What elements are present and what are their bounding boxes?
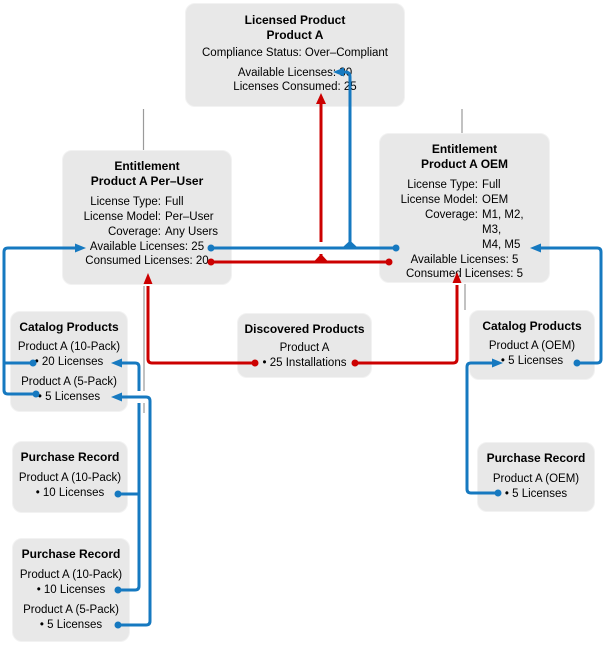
field-value: Per–User <box>165 211 214 223</box>
licensed-available-licenses: Available Licenses: 30 <box>237 67 353 79</box>
licensed-consumed-licenses: Licenses Consumed: 25 <box>233 81 357 93</box>
purchase-left-2-title: Purchase Record <box>21 547 121 561</box>
field-label: License Model: <box>400 194 478 206</box>
product-detail: • 10 Licenses <box>36 584 106 596</box>
purchase-left-1-title: Purchase Record <box>20 450 120 464</box>
box-entitlement-per-user: Entitlement Product A Per–User License T… <box>62 150 232 285</box>
box-catalog-products-left: Catalog Products Product A (10-Pack) • 2… <box>10 311 128 412</box>
discovered-title: Discovered Products <box>244 322 365 336</box>
field-value: M1, M2, M3, M4, M5 <box>482 209 524 251</box>
field-value: OEM <box>482 194 509 206</box>
entitlement-left-title-line1: Entitlement <box>114 159 180 173</box>
licensed-product-title-line2: Product A <box>266 28 324 42</box>
field-label: Coverage: <box>424 209 478 221</box>
field-label: Coverage: <box>107 226 161 238</box>
product-detail: • 5 Licenses <box>504 488 568 500</box>
product-name: Product A (OEM) <box>492 473 580 485</box>
box-entitlement-oem: Entitlement Product A OEM License Type: … <box>379 133 550 283</box>
blue-junction-flare <box>343 240 357 247</box>
box-purchase-record-right: Purchase Record Product A (OEM) • 5 Lice… <box>477 442 595 512</box>
box-purchase-record-left-1: Purchase Record Product A (10-Pack) • 10… <box>12 441 128 513</box>
entitlement-right-title-line2: Product A OEM <box>420 157 509 171</box>
product-detail: • 5 Licenses <box>500 355 564 367</box>
product-name: Product A (10-Pack) <box>17 341 121 353</box>
field-label: License Model: <box>83 211 161 223</box>
box-discovered-products: Discovered Products Product A • 25 Insta… <box>237 313 372 378</box>
box-licensed-product: Licensed Product Product A Compliance St… <box>185 3 405 107</box>
entitlement-right-title-line1: Entitlement <box>431 142 498 156</box>
catalog-left-title: Catalog Products <box>19 320 119 334</box>
entitlement-left-consumed: Consumed Licenses: 20 <box>85 255 209 267</box>
product-name: Product A <box>279 342 330 354</box>
red-junction-flare <box>314 254 328 262</box>
field-label: License Type: <box>90 196 161 208</box>
entitlement-right-available: Available Licenses: 5 <box>410 254 519 266</box>
box-purchase-record-left-2: Purchase Record Product A (10-Pack) • 10… <box>12 538 130 642</box>
product-detail: • 25 Installations <box>262 357 347 369</box>
compliance-status: Compliance Status: Over–Compliant <box>202 47 388 59</box>
entitlement-left-title-line2: Product A Per–User <box>90 174 204 188</box>
purchase-right-title: Purchase Record <box>486 451 586 465</box>
product-detail: • 20 Licenses <box>34 356 104 368</box>
field-label: License Type: <box>407 179 478 191</box>
box-catalog-products-right: Catalog Products Product A (OEM) • 5 Lic… <box>469 310 595 380</box>
field-value: Full <box>165 196 184 208</box>
product-name: Product A (5-Pack) <box>21 376 117 388</box>
catalog-right-title: Catalog Products <box>482 319 582 333</box>
entitlement-left-available: Available Licenses: 25 <box>89 241 205 253</box>
product-detail: • 5 Licenses <box>39 619 103 631</box>
product-detail: • 5 Licenses <box>37 391 101 403</box>
product-name: Product A (OEM) <box>488 340 576 352</box>
product-name: Product A (10-Pack) <box>18 472 122 484</box>
product-name: Product A (10-Pack) <box>19 569 123 581</box>
field-value: Full <box>482 179 501 191</box>
entitlement-right-consumed: Consumed Licenses: 5 <box>406 268 523 280</box>
product-detail: • 10 Licenses <box>35 487 105 499</box>
product-name: Product A (5-Pack) <box>23 604 119 616</box>
field-value: Any Users <box>165 226 219 238</box>
licensed-product-title-line1: Licensed Product <box>244 13 346 27</box>
line-jump-gap <box>315 242 327 254</box>
line-jump-gap <box>132 391 147 403</box>
